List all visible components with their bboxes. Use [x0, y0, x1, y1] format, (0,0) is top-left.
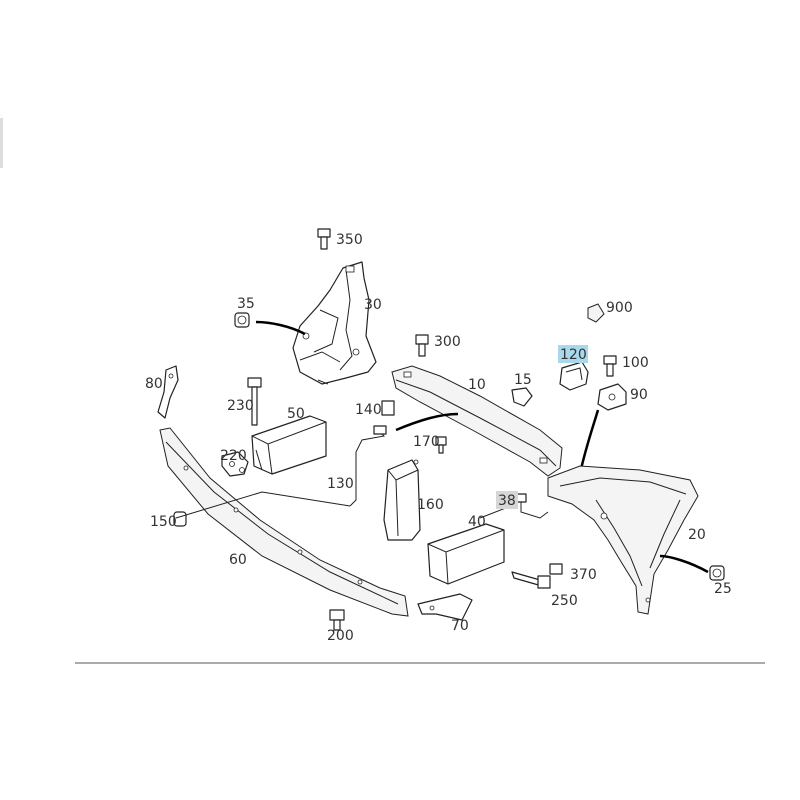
- part-80-bracket: [157, 365, 179, 419]
- part-250-bolt: [511, 571, 551, 589]
- callout-35: 35: [237, 296, 255, 312]
- callout-370: 370: [570, 567, 597, 583]
- callout-15: 15: [514, 372, 532, 388]
- callout-900: 900: [606, 300, 633, 316]
- part-170-bolt: [435, 436, 447, 454]
- callout-130: 130: [327, 476, 354, 492]
- left-edge-mark: [0, 118, 3, 168]
- callout-220: 220: [220, 448, 247, 464]
- callout-60: 60: [229, 552, 247, 568]
- part-60-beam: [159, 427, 409, 617]
- callout-20: 20: [688, 527, 706, 543]
- leader-140: [395, 412, 459, 432]
- callout-200: 200: [327, 628, 354, 644]
- callout-80: 80: [145, 376, 163, 392]
- callout-380-highlight: [496, 491, 518, 509]
- part-100-bolt: [603, 355, 617, 377]
- callout-350: 350: [336, 232, 363, 248]
- part-90-bracket: [597, 383, 627, 411]
- callout-250: 250: [551, 593, 578, 609]
- part-220-plate: [221, 451, 249, 477]
- callout-70: 70: [451, 618, 469, 634]
- callout-120: 120: [560, 347, 587, 363]
- callout-380: 38: [498, 493, 516, 509]
- callout-50: 50: [287, 406, 305, 422]
- part-15-clip: [511, 387, 533, 407]
- callout-160: 160: [417, 497, 444, 513]
- part-70-bracket: [417, 593, 473, 621]
- part-40-bracket: [427, 523, 505, 585]
- part-20-frame: [547, 465, 699, 615]
- callout-40: 40: [468, 514, 486, 530]
- callout-90: 90: [630, 387, 648, 403]
- part-370-bolt: [549, 563, 563, 575]
- callout-300: 300: [434, 334, 461, 350]
- part-25-grommet: [709, 565, 725, 581]
- part-380-bolt: [515, 493, 549, 519]
- part-900-tag: [587, 303, 605, 323]
- part-130-rod: [349, 425, 387, 507]
- part-230-bolt: [247, 377, 262, 426]
- part-140-clip: [381, 400, 395, 416]
- callout-100: 100: [622, 355, 649, 371]
- part-50-bracket: [251, 415, 327, 475]
- part-300-bolt: [415, 334, 429, 357]
- callout-10: 10: [468, 377, 486, 393]
- leader-25: [659, 554, 709, 574]
- callout-230: 230: [227, 398, 254, 414]
- callout-120-highlight: [558, 345, 588, 363]
- part-200-bolt: [329, 609, 345, 631]
- leader-35: [255, 320, 306, 336]
- part-30-bracket: [292, 261, 377, 385]
- leader-90: [578, 409, 600, 475]
- part-10-crossmember: [391, 365, 563, 477]
- callout-170: 170: [413, 434, 440, 450]
- callout-140: 140: [355, 402, 382, 418]
- callout-150: 150: [150, 514, 177, 530]
- part-350-bolt: [317, 228, 331, 250]
- part-120-bracket: [559, 361, 589, 391]
- part-35-grommet: [234, 312, 250, 328]
- part-160-bracket: [383, 459, 421, 541]
- callout-25: 25: [714, 581, 732, 597]
- callout-30: 30: [364, 297, 382, 313]
